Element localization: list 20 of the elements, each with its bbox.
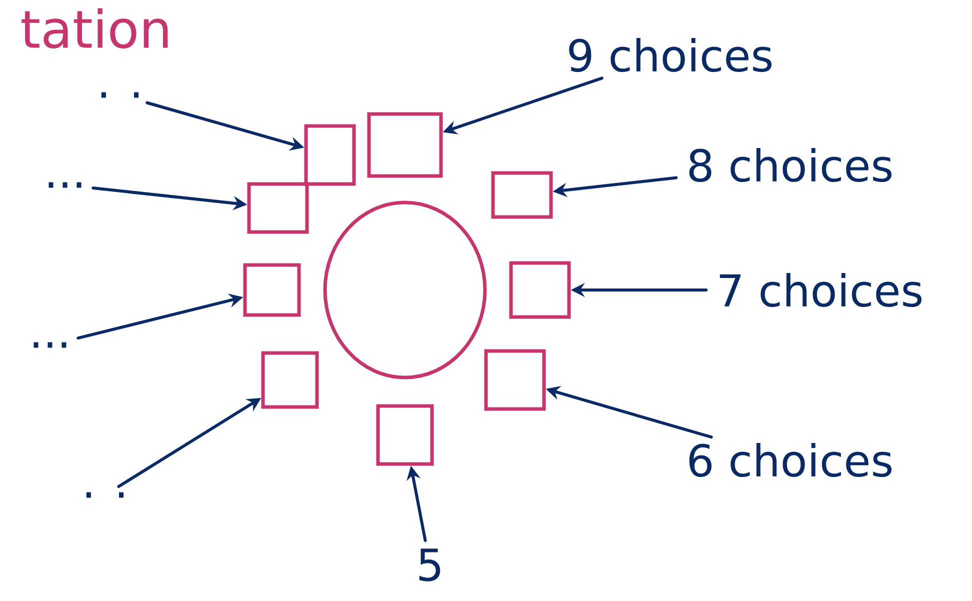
ellipsis-text: . . bbox=[86, 492, 124, 498]
circle bbox=[323, 200, 487, 380]
square bbox=[247, 182, 309, 234]
ellipsis-text: . . bbox=[101, 92, 139, 98]
square bbox=[367, 112, 443, 178]
square bbox=[243, 263, 301, 317]
annotation-text: 9 choices bbox=[569, 38, 772, 72]
annotation-text: 5 bbox=[419, 548, 440, 582]
square bbox=[376, 404, 434, 466]
annotation-text: 8 choices bbox=[689, 148, 892, 182]
ellipsis-text: ... bbox=[48, 182, 82, 188]
square bbox=[261, 351, 319, 409]
annotation-text: 7 choices bbox=[720, 272, 922, 308]
title: tation bbox=[22, 8, 168, 48]
annotation-text: 6 choices bbox=[689, 442, 892, 478]
square bbox=[509, 261, 571, 319]
ellipsis-text: ... bbox=[34, 342, 66, 348]
square bbox=[304, 124, 356, 186]
square bbox=[484, 349, 546, 411]
square bbox=[491, 171, 553, 219]
